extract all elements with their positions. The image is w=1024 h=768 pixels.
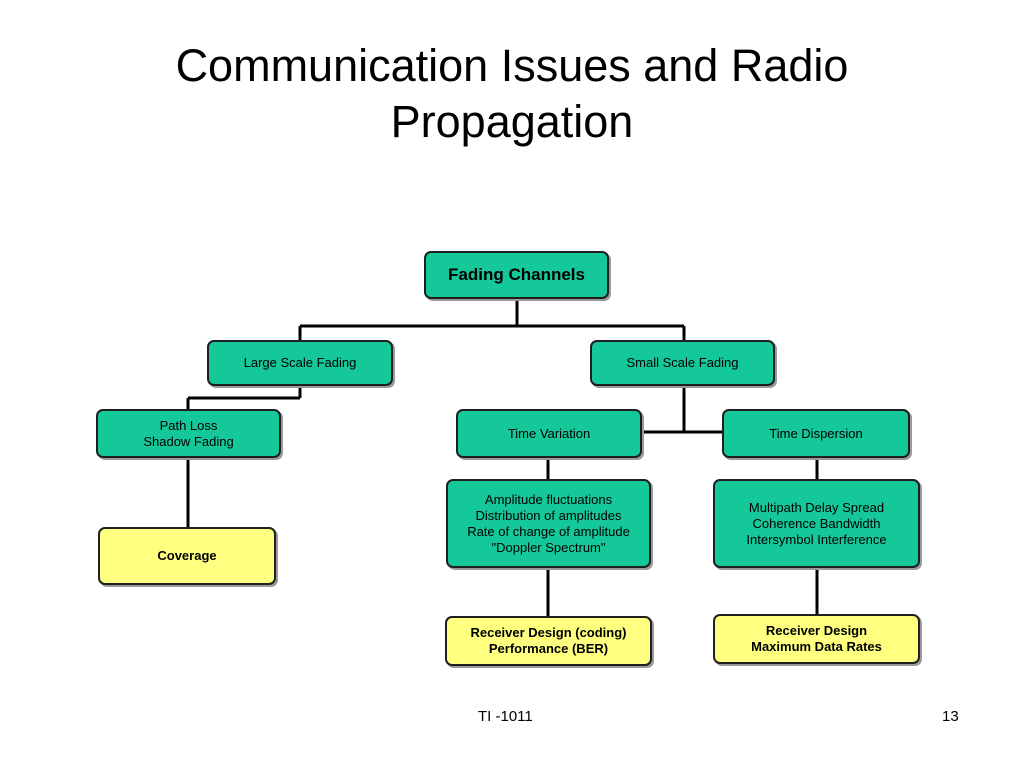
- time-dispersion-box: Time Dispersion: [722, 409, 910, 458]
- receiver-design-line-2: Maximum Data Rates: [751, 639, 882, 654]
- coverage-label: Coverage: [157, 548, 217, 563]
- footer-center-text: TI -1011: [478, 708, 533, 725]
- delay-effects-line-3: Intersymbol Interference: [746, 531, 887, 547]
- slide-title: Communication Issues and Radio Propagati…: [0, 38, 1024, 150]
- large-scale-fading-label: Large Scale Fading: [243, 355, 357, 370]
- amplitude-effects-line-1: Amplitude fluctuations: [484, 491, 613, 507]
- delay-effects-line-1: Multipath Delay Spread: [748, 499, 885, 515]
- small-scale-fading-label: Small Scale Fading: [626, 355, 739, 370]
- slide-title-line-2: Propagation: [390, 96, 634, 147]
- small-scale-fading-box: Small Scale Fading: [590, 340, 775, 386]
- page-number: 13: [942, 708, 959, 725]
- large-scale-fading-box: Large Scale Fading: [207, 340, 393, 386]
- fading-channels-label: Fading Channels: [448, 265, 585, 284]
- time-variation-box: Time Variation: [456, 409, 642, 458]
- fading-channels-box: Fading Channels: [424, 251, 609, 299]
- amplitude-effects-line-4: "Doppler Spectrum": [491, 539, 606, 555]
- receiver-coding-line-2: Performance (BER): [488, 641, 609, 656]
- time-dispersion-label: Time Dispersion: [769, 425, 863, 441]
- path-loss-line-2: Shadow Fading: [143, 433, 234, 449]
- delay-effects-box: Multipath Delay Spread Coherence Bandwid…: [713, 479, 920, 568]
- time-variation-label: Time Variation: [507, 425, 591, 441]
- receiver-design-line-1: Receiver Design: [765, 623, 868, 638]
- amplitude-effects-line-3: Rate of change of amplitude: [467, 523, 630, 539]
- path-loss-line-1: Path Loss: [159, 417, 218, 433]
- coverage-box: Coverage: [98, 527, 276, 585]
- amplitude-effects-box: Amplitude fluctuations Distribution of a…: [446, 479, 651, 568]
- delay-effects-line-2: Coherence Bandwidth: [752, 515, 881, 531]
- receiver-coding-line-1: Receiver Design (coding): [470, 625, 627, 640]
- slide-title-line-1: Communication Issues and Radio: [175, 40, 849, 91]
- amplitude-effects-line-2: Distribution of amplitudes: [475, 507, 622, 523]
- path-loss-box: Path Loss Shadow Fading: [96, 409, 281, 458]
- receiver-coding-box: Receiver Design (coding) Performance (BE…: [445, 616, 652, 666]
- receiver-design-box: Receiver Design Maximum Data Rates: [713, 614, 920, 664]
